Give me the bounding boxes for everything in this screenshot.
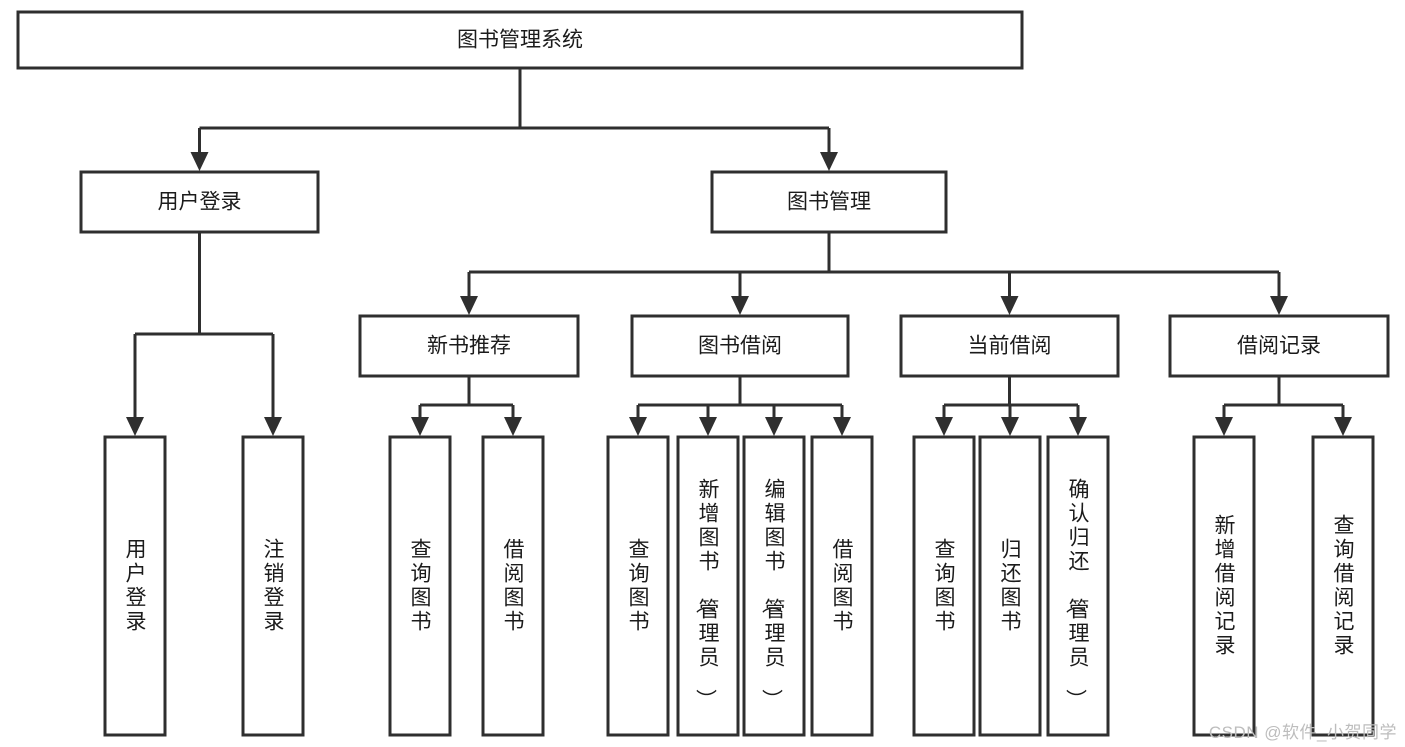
node-label-root: 图书管理系统 <box>457 29 583 52</box>
edge-group-root <box>190 68 838 171</box>
node-label-leaf-confirm-return: 确认归还（管理员） <box>1064 479 1090 710</box>
node-leaf-add-record[interactable]: 新增借阅记录 <box>1192 435 1256 737</box>
node-box-current-borrow[interactable] <box>899 314 1120 378</box>
node-box-leaf-query-book-2[interactable] <box>606 435 670 737</box>
node-label-leaf-add-book: 新增图书（管理员） <box>694 479 720 710</box>
node-label-current-borrow: 当前借阅 <box>968 335 1052 358</box>
node-leaf-return-book[interactable]: 归还图书 <box>978 435 1042 737</box>
edge-group-new-book-rec <box>411 376 522 436</box>
edge-group-current-borrow <box>935 376 1087 436</box>
edge-group-borrow-record <box>1215 376 1352 436</box>
node-leaf-query-book-1[interactable]: 查询图书 <box>388 435 452 737</box>
node-box-book-manage[interactable] <box>710 170 948 234</box>
node-label-leaf-query-book-1: 查询图书 <box>411 539 432 634</box>
node-current-borrow[interactable]: 当前借阅 <box>899 314 1120 378</box>
node-new-book-rec[interactable]: 新书推荐 <box>358 314 580 378</box>
node-box-leaf-query-book-1[interactable] <box>388 435 452 737</box>
node-label-user-login: 用户登录 <box>158 191 242 214</box>
node-label-leaf-return-book: 归还图书 <box>1001 539 1022 634</box>
node-label-leaf-borrow-book-2: 借阅图书 <box>833 539 854 634</box>
node-book-manage[interactable]: 图书管理 <box>710 170 948 234</box>
node-label-book-borrow: 图书借阅 <box>698 335 782 358</box>
node-box-leaf-add-record[interactable] <box>1192 435 1256 737</box>
node-layer: 图书管理系统用户登录图书管理新书推荐图书借阅当前借阅借阅记录用户登录注销登录查询… <box>16 10 1390 737</box>
node-box-root[interactable] <box>16 10 1024 70</box>
node-book-borrow[interactable]: 图书借阅 <box>630 314 850 378</box>
node-root[interactable]: 图书管理系统 <box>16 10 1024 70</box>
node-leaf-add-book[interactable]: 新增图书（管理员） <box>676 435 740 737</box>
node-label-leaf-borrow-book-1: 借阅图书 <box>504 539 525 634</box>
node-box-leaf-user-login[interactable] <box>103 435 167 737</box>
node-label-leaf-user-login: 用户登录 <box>126 539 147 634</box>
node-label-leaf-query-record: 查询借阅记录 <box>1334 515 1355 658</box>
node-box-book-borrow[interactable] <box>630 314 850 378</box>
node-leaf-edit-book[interactable]: 编辑图书（管理员） <box>742 435 806 737</box>
edge-group-book-borrow <box>629 376 851 436</box>
node-label-new-book-rec: 新书推荐 <box>427 335 511 358</box>
node-box-leaf-add-book[interactable] <box>676 435 740 737</box>
node-leaf-confirm-return[interactable]: 确认归还（管理员） <box>1046 435 1110 737</box>
node-leaf-query-record[interactable]: 查询借阅记录 <box>1311 435 1375 737</box>
node-label-leaf-edit-book: 编辑图书（管理员） <box>760 479 786 710</box>
node-label-leaf-add-record: 新增借阅记录 <box>1215 515 1236 658</box>
node-box-leaf-query-book-3[interactable] <box>912 435 976 737</box>
edge-layer <box>126 68 1352 436</box>
node-box-leaf-confirm-return[interactable] <box>1046 435 1110 737</box>
node-leaf-query-book-3[interactable]: 查询图书 <box>912 435 976 737</box>
node-box-leaf-return-book[interactable] <box>978 435 1042 737</box>
node-label-leaf-query-book-3: 查询图书 <box>935 539 956 634</box>
node-box-borrow-record[interactable] <box>1168 314 1390 378</box>
node-box-user-login[interactable] <box>79 170 320 234</box>
node-leaf-user-logout[interactable]: 注销登录 <box>241 435 305 737</box>
node-leaf-user-login[interactable]: 用户登录 <box>103 435 167 737</box>
node-label-leaf-query-book-2: 查询图书 <box>629 539 650 634</box>
node-user-login[interactable]: 用户登录 <box>79 170 320 234</box>
node-box-new-book-rec[interactable] <box>358 314 580 378</box>
node-box-leaf-borrow-book-1[interactable] <box>481 435 545 737</box>
node-leaf-query-book-2[interactable]: 查询图书 <box>606 435 670 737</box>
edge-group-user-login <box>126 232 282 436</box>
node-leaf-borrow-book-1[interactable]: 借阅图书 <box>481 435 545 737</box>
node-box-leaf-query-record[interactable] <box>1311 435 1375 737</box>
node-label-book-manage: 图书管理 <box>787 191 871 214</box>
node-borrow-record[interactable]: 借阅记录 <box>1168 314 1390 378</box>
node-leaf-borrow-book-2[interactable]: 借阅图书 <box>810 435 874 737</box>
node-box-leaf-edit-book[interactable] <box>742 435 806 737</box>
node-label-borrow-record: 借阅记录 <box>1237 335 1321 358</box>
node-box-leaf-user-logout[interactable] <box>241 435 305 737</box>
node-box-leaf-borrow-book-2[interactable] <box>810 435 874 737</box>
edge-group-book-manage <box>460 232 1288 315</box>
node-label-leaf-user-logout: 注销登录 <box>264 539 285 634</box>
